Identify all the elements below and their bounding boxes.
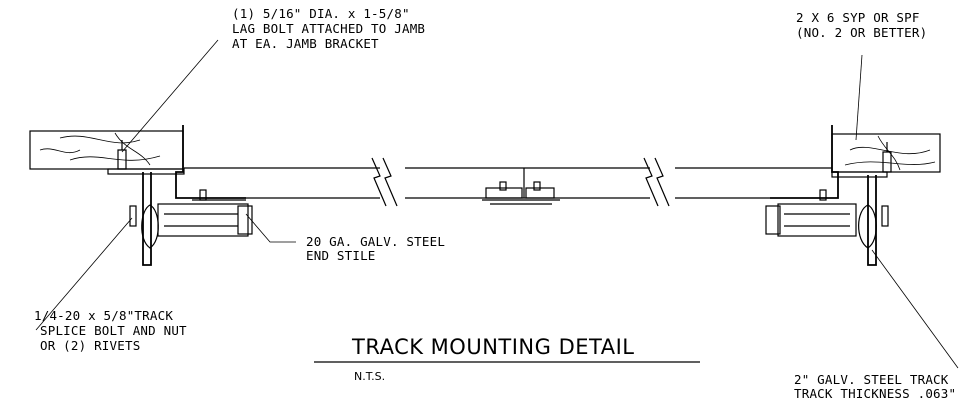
left-jamb-bracket — [107, 125, 246, 199]
end-stile-label-line-2: END STILE — [306, 248, 376, 263]
right-track — [765, 175, 889, 266]
lumber-label-line-1: 2 X 6 SYP OR SPF — [796, 10, 920, 25]
door-panel — [184, 157, 832, 207]
end-stile-label-line-1: 20 GA. GALV. STEEL — [306, 234, 445, 249]
track-label-line-2: TRACK THICKNESS .063" — [794, 386, 956, 401]
drawing-scale: N.T.S. — [354, 370, 385, 383]
lag-bolt-label-line-3: AT EA. JAMB BRACKET — [232, 36, 379, 51]
right-jamb-bracket — [770, 125, 892, 199]
lumber-label-line-2: (NO. 2 OR BETTER) — [796, 25, 927, 40]
splice-bolt-label-line-1: 1/4-20 x 5/8"TRACK — [34, 308, 173, 323]
drawing-title: TRACK MOUNTING DETAIL — [351, 335, 634, 359]
lag-bolt-label-line-2: LAG BOLT ATTACHED TO JAMB — [232, 21, 425, 36]
splice-bolt-label-line-2: SPLICE BOLT AND NUT — [40, 323, 187, 338]
leader-lines — [35, 39, 959, 369]
lag-bolt-label-line-1: (1) 5/16" DIA. x 1-5/8" — [232, 6, 410, 21]
track-label-line-1: 2" GALV. STEEL TRACK — [794, 372, 949, 387]
right-jamb-lumber — [831, 133, 941, 173]
splice-bolt-label-line-3: OR (2) RIVETS — [40, 338, 140, 353]
left-track — [129, 172, 253, 266]
left-jamb-lumber — [29, 130, 184, 170]
